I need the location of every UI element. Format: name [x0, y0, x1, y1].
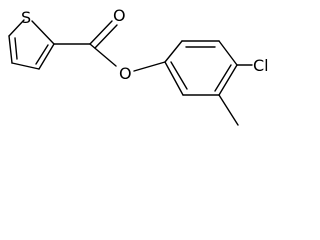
bond-o-aryl	[133, 61, 166, 72]
ester-group	[53, 20, 166, 72]
bond-b6-b1-inner	[170, 61, 188, 90]
benzene-ring	[164, 40, 238, 96]
bond-c3-c4	[11, 62, 40, 70]
bond-c4-c5	[8, 35, 13, 64]
bond-b4-b5-inner	[214, 64, 232, 92]
bond-carbonyl-o-single	[89, 43, 117, 67]
bond-carbonyl-o-double-b	[94, 24, 118, 49]
bond-b3-b4	[218, 40, 238, 66]
molecule-diagram: S O O Cl	[8, 6, 269, 126]
sulfur-label: S	[21, 8, 31, 27]
atom-labels: S O O Cl	[21, 6, 269, 83]
thiophene-ring	[8, 19, 55, 70]
bond-s-c2	[31, 20, 55, 45]
bond-b5-methyl	[218, 94, 239, 126]
ester-oxygen-label: O	[119, 64, 132, 83]
bond-c2-c3-inner	[35, 44, 49, 65]
bond-carbonyl-o-double-a	[89, 20, 113, 45]
bond-c4-c5-inner	[14, 37, 18, 60]
carbonyl-oxygen-label: O	[113, 6, 126, 25]
bond-c2-c3	[38, 43, 55, 70]
bond-c5-s	[8, 19, 25, 37]
chlorine-label: Cl	[253, 56, 269, 75]
bond-b4-b5	[218, 64, 238, 96]
bond-b1-b2	[164, 40, 183, 63]
bond-b6-b1	[164, 61, 184, 96]
substituents	[218, 64, 253, 126]
